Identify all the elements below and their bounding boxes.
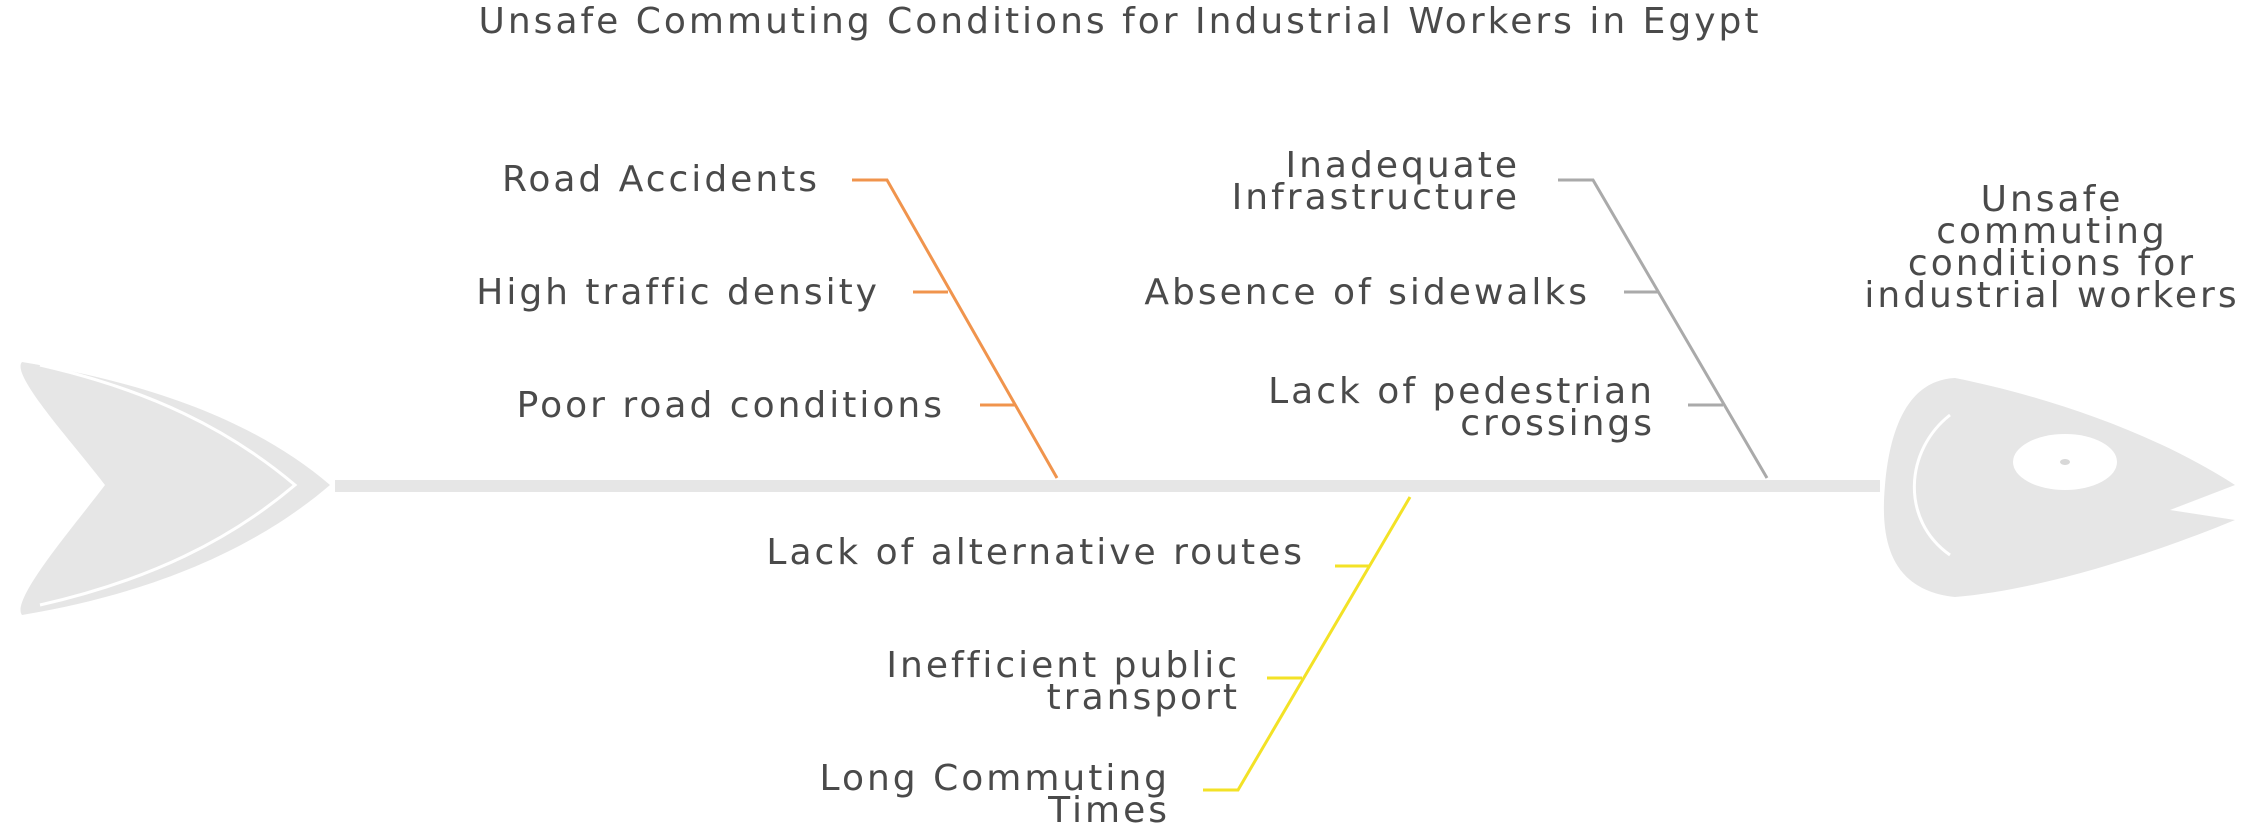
- cause-label-lack-of-alternative-routes: Lack of alternative routes: [766, 532, 1305, 573]
- category-label-inadequate-infrastructure: Inadequate Infrastructure: [1231, 145, 1520, 218]
- fish-tail: [20, 362, 331, 615]
- diagram-title: Unsafe Commuting Conditions for Industri…: [478, 1, 1762, 42]
- fish-spine: [335, 480, 1880, 492]
- bone-road-accidents: [852, 178, 1059, 479]
- fish-gill-line: [1912, 413, 1951, 557]
- cause-label-inefficient-public-transport: Inefficient public transport: [886, 645, 1240, 718]
- fish-tail-highlight: [39, 363, 298, 607]
- fish-pupil: [2060, 459, 2070, 465]
- bone-inadequate-infrastructure: [1558, 178, 1769, 479]
- cause-label-high-traffic-density: High traffic density: [476, 272, 880, 313]
- category-label-road-accidents: Road Accidents: [501, 159, 820, 200]
- cause-label-absence-of-sidewalks: Absence of sidewalks: [1144, 272, 1590, 313]
- cause-label-poor-road-conditions: Poor road conditions: [516, 385, 945, 426]
- bone-long-commuting-times: [1203, 496, 1412, 792]
- cause-label-lack-of-pedestrian-crossings: Lack of pedestrian crossings: [1268, 371, 1655, 444]
- category-label-long-commuting-times: Long Commuting Times: [819, 758, 1170, 831]
- effect-label: Unsafe commuting conditions for industri…: [1864, 179, 2240, 316]
